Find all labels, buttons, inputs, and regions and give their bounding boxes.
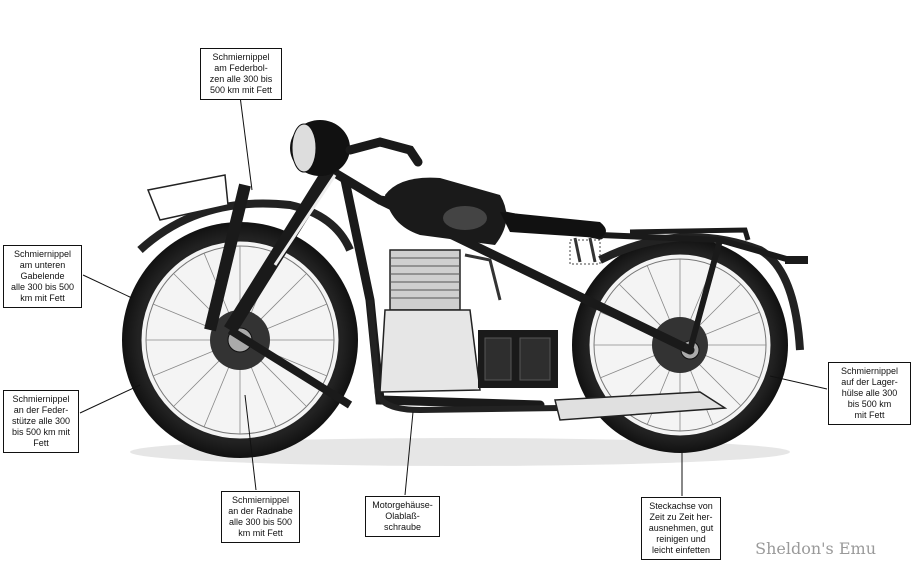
rear-lamp	[785, 256, 808, 264]
callout-lower-fork-end: Schmiernippel am unteren Gabelende alle …	[3, 245, 82, 308]
tank-badge	[443, 206, 487, 230]
exhaust	[367, 299, 728, 421]
callout-wheel-hub: Schmiernippel an der Radnabe alle 300 bi…	[221, 491, 300, 543]
luggage-rack	[629, 227, 751, 241]
watermark: Sheldon's Emu	[755, 539, 876, 558]
leader-line-left-upper	[82, 274, 133, 299]
callout-oil-drain-plug: Motorgehäuse- Olablaß- schraube	[365, 496, 440, 537]
callout-plug-axle: Steckachse von Zeit zu Zeit her- ausnehm…	[641, 497, 721, 560]
leader-line-top	[239, 95, 253, 191]
callout-bearing-sleeve: Schmiernippel auf der Lager- hülse alle …	[828, 362, 911, 425]
callout-spring-strut: Schmiernippel an der Feder- stütze alle …	[3, 390, 79, 453]
leader-line-left-lower	[79, 384, 141, 414]
front-fender	[137, 199, 354, 253]
front-fork	[204, 166, 353, 409]
callout-fork-spring-bolt: Schmiernippel am Federbol- zen alle 300 …	[200, 48, 282, 100]
leader-lines	[79, 95, 828, 496]
fuel-tank	[385, 177, 507, 245]
handlebar	[345, 137, 423, 167]
ground-shadow	[130, 438, 790, 466]
headlamp	[290, 120, 350, 176]
engine	[379, 249, 558, 393]
seat	[500, 212, 606, 265]
leader-line-bottom-left	[244, 394, 257, 491]
leader-line-right	[769, 375, 828, 390]
leader-line-bottom-center	[404, 411, 414, 496]
front-mudguard-flap	[146, 174, 229, 221]
